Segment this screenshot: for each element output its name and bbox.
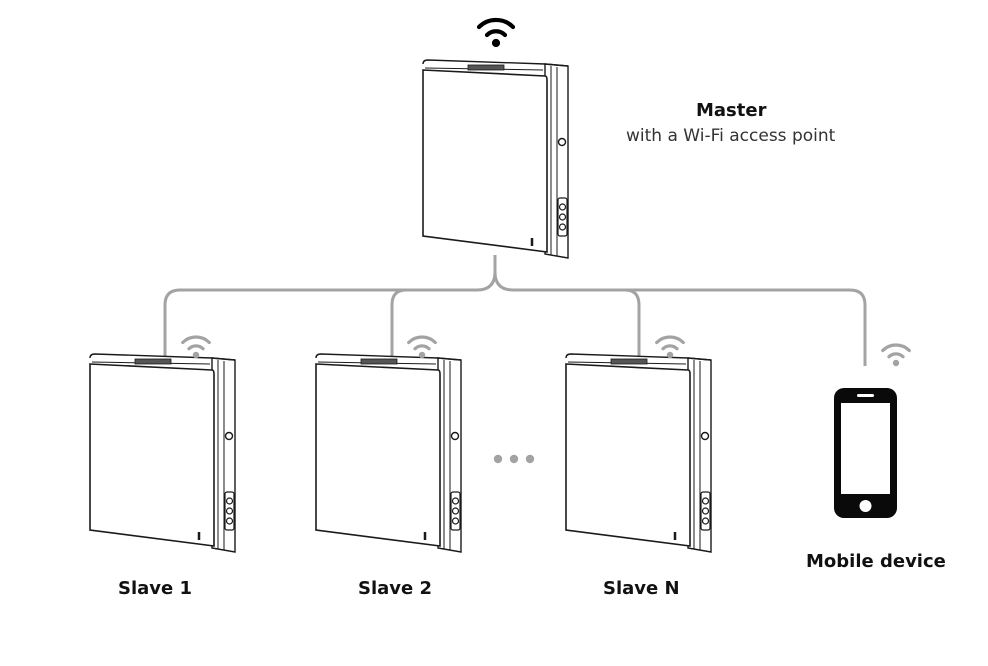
slave-n-device (564, 352, 713, 554)
slave-2-wifi-icon (407, 335, 437, 360)
master-title: Master (696, 100, 767, 121)
mobile-device-label: Mobile device (806, 551, 946, 572)
line-to-slave-n (493, 271, 641, 356)
slave-1-device (88, 352, 237, 554)
mobile-wifi-icon (881, 343, 911, 368)
smartphone-icon (834, 388, 897, 518)
slave-2-label: Slave 2 (358, 578, 433, 599)
master-wifi-icon (479, 20, 513, 47)
slave-1-label: Slave 1 (118, 578, 193, 599)
master-subtitle: with a Wi-Fi access point (626, 126, 836, 146)
master-device (421, 58, 570, 260)
slave-n-wifi-icon (655, 335, 685, 360)
slave-1-wifi-icon (181, 335, 211, 360)
slave-n-label: Slave N (603, 578, 680, 599)
line-to-slave-2 (390, 288, 407, 356)
line-master-trunk (163, 255, 497, 356)
line-to-mobile (625, 288, 867, 366)
connection-lines (163, 255, 867, 366)
more-dots-icon (493, 454, 535, 464)
slave-2-device (314, 352, 463, 554)
